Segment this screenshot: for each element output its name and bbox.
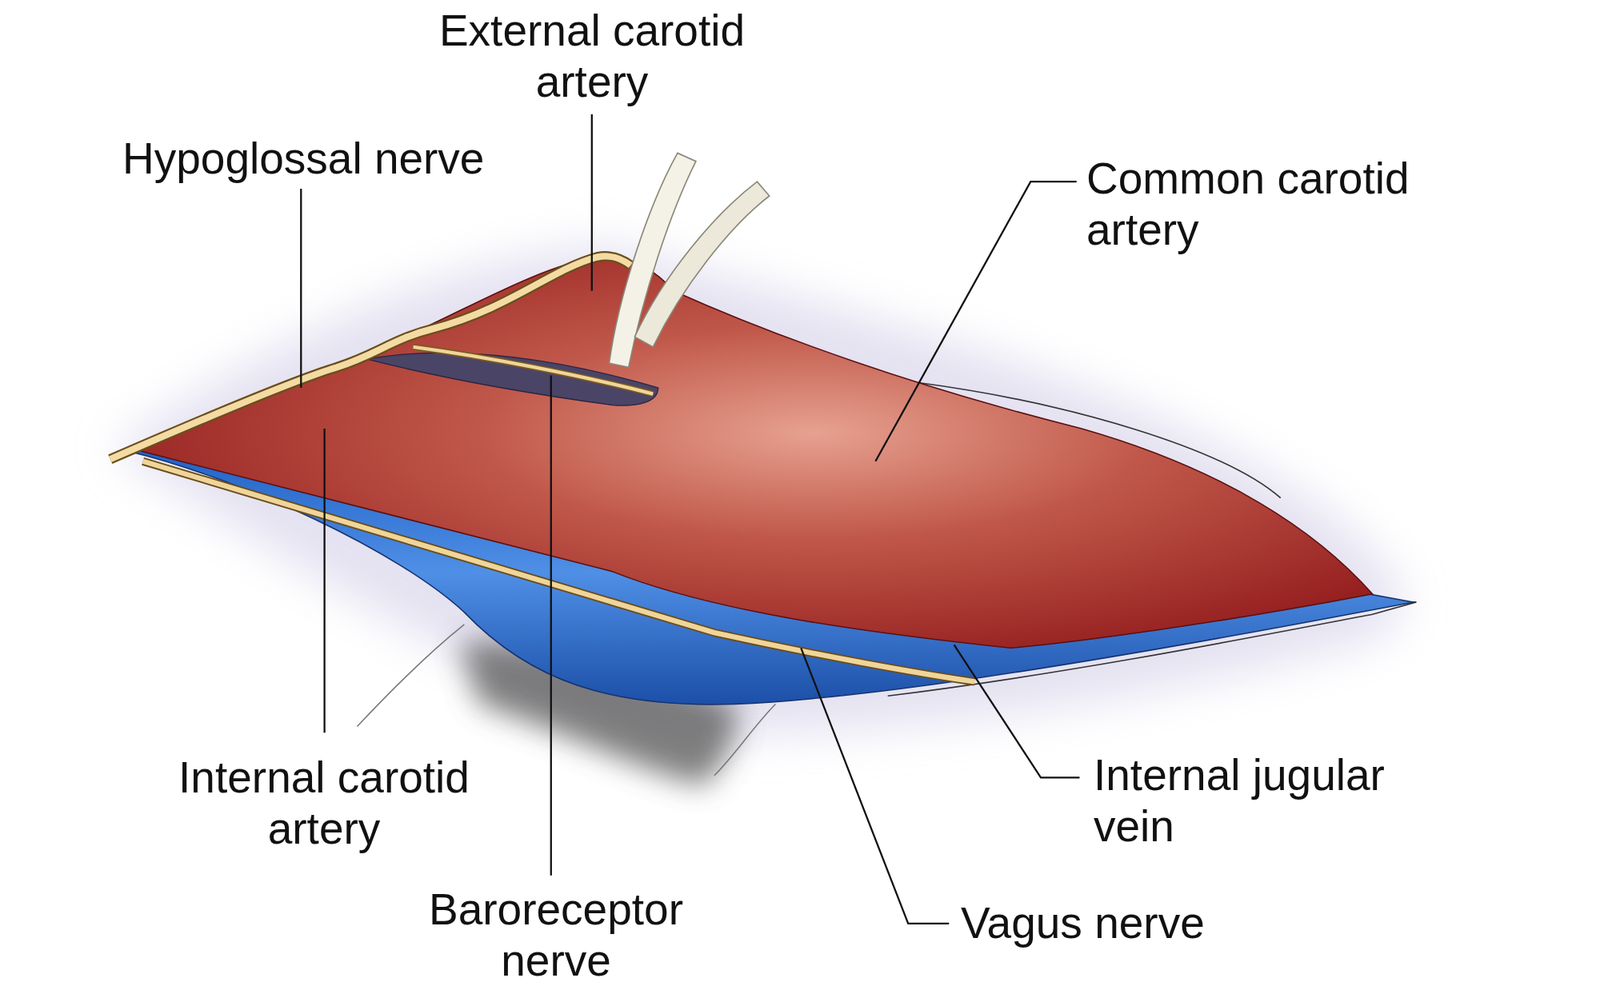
leader-lines (300, 114, 1080, 924)
tissue-edge (356, 624, 464, 728)
part-label: Baroreceptor nerve (412, 884, 700, 987)
hypoglossal-nerve (110, 256, 632, 460)
vagus-nerve (143, 461, 976, 683)
leader-line (300, 188, 302, 388)
part-label: Common carotid artery (1086, 152, 1447, 256)
carotid-artery (132, 256, 1373, 648)
vessel-loop (634, 181, 769, 348)
leader-line (591, 114, 593, 292)
leader-line (800, 648, 949, 924)
part-label: External carotid artery (416, 4, 768, 108)
part-label: Hypoglossal nerve (122, 132, 484, 184)
part-label: Vagus nerve (960, 897, 1205, 949)
vagus-nerve (143, 461, 976, 683)
leader-line (550, 376, 552, 876)
hypoglossal-nerve (110, 256, 632, 460)
part-label: Internal jugular vein (1093, 749, 1430, 852)
leader-line (954, 644, 1080, 778)
leader-line (875, 181, 1076, 462)
tissue-edge (714, 704, 776, 776)
part-label: Internal carotid artery (156, 752, 492, 855)
leader-line (323, 428, 325, 733)
